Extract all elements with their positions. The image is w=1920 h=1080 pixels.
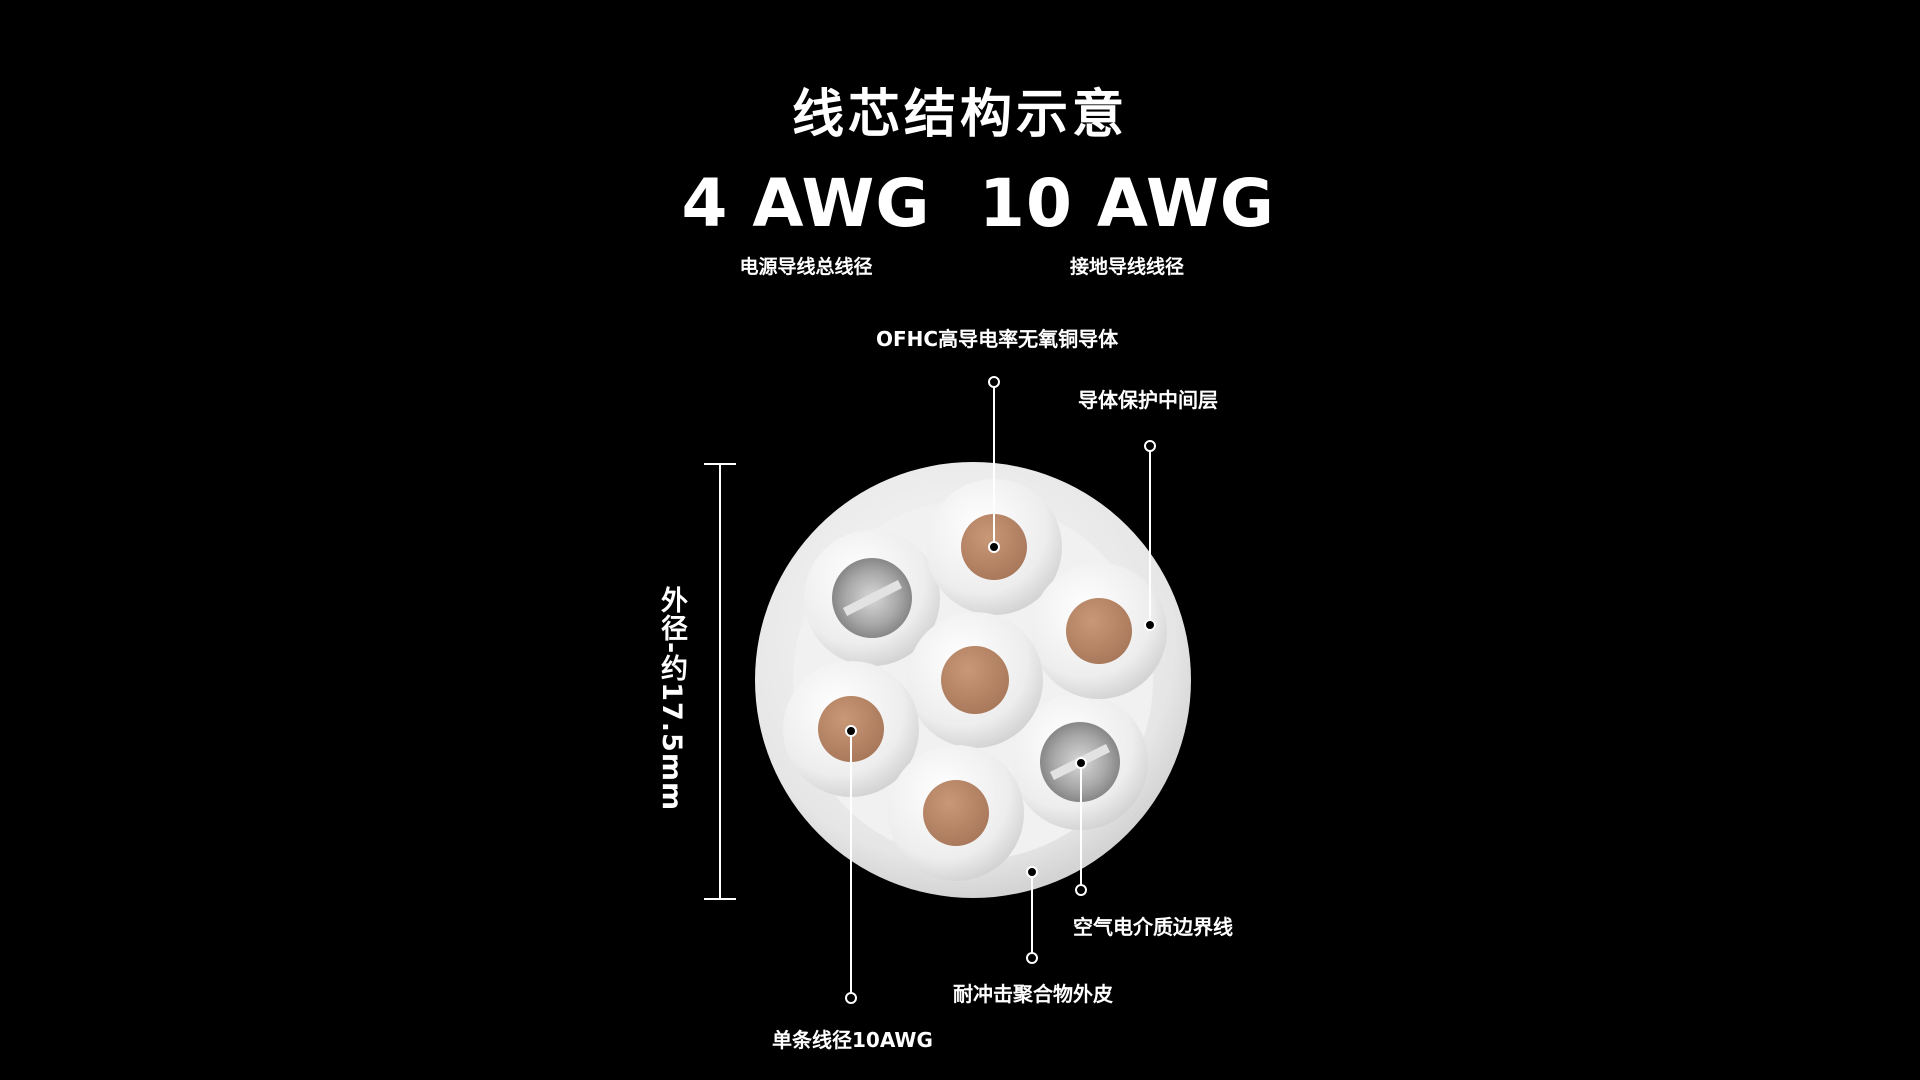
page-title: 线芯结构示意: [791, 85, 1128, 145]
power-gauge-caption: 电源导线总线径: [739, 256, 873, 278]
ground-gauge-value: 10 AWG: [979, 165, 1275, 242]
conductor-center: [907, 612, 1043, 748]
hollow-strand-upper-left: [804, 530, 940, 666]
leader-outer-jacket: [1026, 866, 1038, 964]
conductor-bottom: [888, 745, 1024, 881]
leader-protective-layer: [1144, 440, 1156, 631]
callout-protective-layer: 导体保护中间层: [1078, 388, 1218, 412]
outer-diameter-label: 外径-约17.5mm: [656, 586, 687, 812]
power-gauge-value: 4 AWG: [681, 165, 931, 242]
callout-outer-jacket: 耐冲击聚合物外皮: [953, 982, 1113, 1006]
leader-air-dielectric: [1075, 757, 1087, 896]
callout-conductor: OFHC高导电率无氧铜导体: [876, 327, 1119, 351]
leader-single-gauge: [845, 725, 857, 1004]
conductor-right: [1031, 563, 1167, 699]
callout-air-dielectric: 空气电介质边界线: [1073, 915, 1233, 939]
outer-diameter-bracket: [704, 463, 736, 900]
ground-gauge-caption: 接地导线线径: [1069, 256, 1184, 278]
leader-conductor: [988, 376, 1000, 553]
callout-single-gauge: 单条线径10AWG: [772, 1028, 933, 1052]
